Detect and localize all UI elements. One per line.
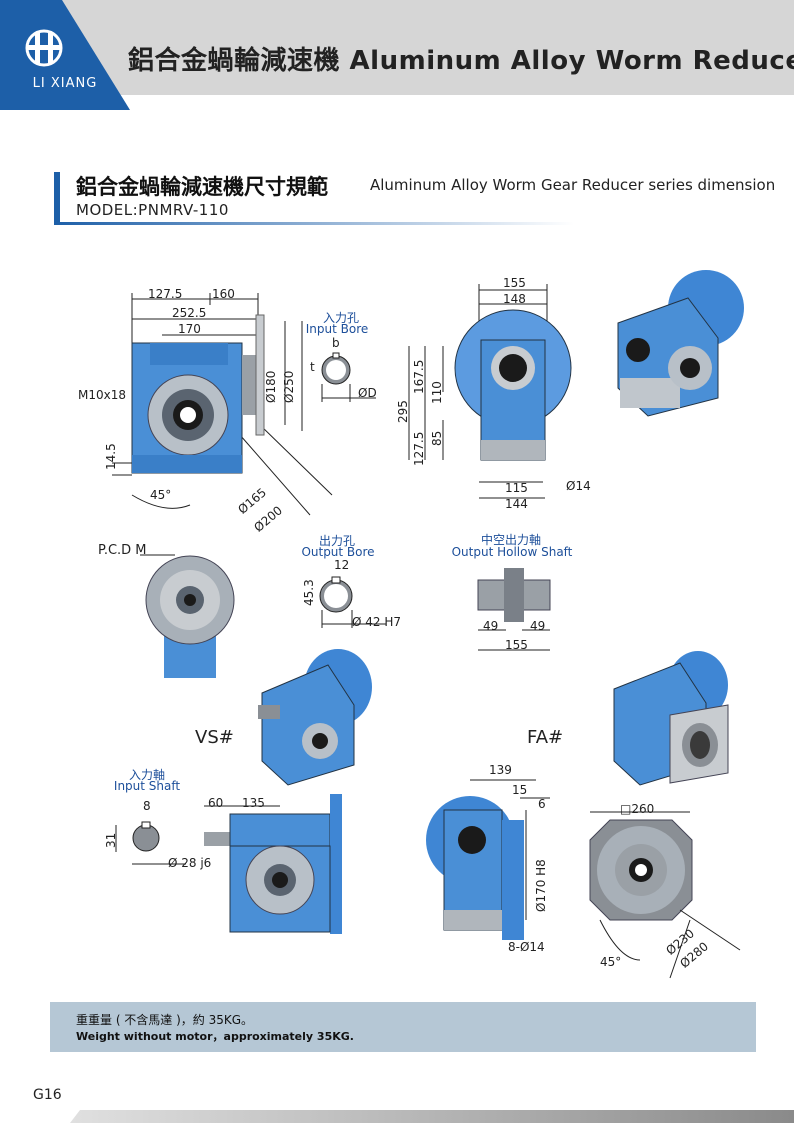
hollow-shaft-label-zh: 中空出力軸 xyxy=(480,533,541,547)
dim-167-5: 167.5 xyxy=(412,359,426,394)
input-bore-phi-d: ØD xyxy=(358,386,377,400)
input-bore-drawing xyxy=(321,352,376,402)
dim-127-5: 127.5 xyxy=(148,287,183,301)
dim-252-5: 252.5 xyxy=(172,306,207,320)
flange-front-drawing xyxy=(589,811,741,979)
input-shaft-label-zh: 入力軸 xyxy=(128,768,165,782)
input-shaft-phi-28: Ø 28 j6 xyxy=(168,856,212,870)
hollow-shaft-49-right: 49 xyxy=(530,619,546,633)
company-logo-icon xyxy=(25,29,63,67)
flange-dim-45-deg: 45° xyxy=(600,955,622,969)
input-bore-b: b xyxy=(332,336,340,350)
dim-115: 115 xyxy=(505,481,528,495)
input-bore-label-zh: 入力孔 xyxy=(322,311,359,325)
fa-side-drawing xyxy=(426,779,550,940)
logo-text: LI XIANG xyxy=(32,76,98,91)
fa-dim-15: 15 xyxy=(512,783,528,797)
hollow-shaft-drawing xyxy=(477,568,551,651)
fa-dim-phi-170: Ø170 H8 xyxy=(534,859,548,912)
header-bar xyxy=(0,0,794,95)
page-number: G16 xyxy=(33,1087,62,1103)
fa-dim-6: 6 xyxy=(538,797,546,811)
vs-dim-60: 60 xyxy=(208,796,224,810)
output-bore-drawing xyxy=(319,576,386,628)
dim-45-deg: 45° xyxy=(150,488,172,502)
footer-bar xyxy=(70,1110,794,1123)
output-bore-phi-42: Ø 42 H7 xyxy=(352,615,402,629)
variant-vs-label: VS# xyxy=(195,727,234,748)
output-bore-label-en: Output Bore xyxy=(301,545,375,559)
input-shaft-label-en: Input Shaft xyxy=(113,779,181,793)
weight-note-zh: 重重量 ( 不含馬達 )，約 35KG。 xyxy=(76,1013,254,1027)
dim-160: 160 xyxy=(212,287,235,301)
flange-dim-square-260: □260 xyxy=(620,802,655,816)
front-view-drawing xyxy=(112,293,333,516)
dim-85: 85 xyxy=(430,430,444,446)
output-bore-45-3: 45.3 xyxy=(302,579,316,606)
section-accent-bar xyxy=(54,172,60,224)
input-bore-t: t xyxy=(310,360,315,374)
section-title-en: Aluminum Alloy Worm Gear Reducer series … xyxy=(370,176,776,194)
vs-dim-135: 135 xyxy=(242,796,265,810)
model-label: MODEL:PNMRV-110 xyxy=(76,201,229,219)
input-shaft-8: 8 xyxy=(143,799,151,813)
input-bore-label-en: Input Bore xyxy=(305,322,369,336)
dim-170: 170 xyxy=(178,322,201,336)
note-box xyxy=(50,1002,756,1052)
dim-phi-180: Ø180 xyxy=(264,370,278,403)
reducer-render-1 xyxy=(617,270,744,417)
page-title: 鋁合金蝸輪減速機 Aluminum Alloy Worm Reducer xyxy=(128,46,794,76)
side-view-drawing xyxy=(408,284,572,499)
dim-155-top: 155 xyxy=(503,276,526,290)
reducer-render-vs xyxy=(258,649,372,786)
weight-note-en: Weight without motor，approximately 35KG. xyxy=(76,1030,354,1043)
output-bore-12: 12 xyxy=(334,558,350,572)
dim-110: 110 xyxy=(430,381,444,404)
fa-dim-8-phi-14: 8-Ø14 xyxy=(508,940,545,954)
logo-block xyxy=(0,0,130,110)
output-bore-label-zh: 出力孔 xyxy=(318,534,355,548)
hollow-shaft-label-en: Output Hollow Shaft xyxy=(451,545,573,559)
hollow-shaft-49-left: 49 xyxy=(483,619,499,633)
vs-dimension-drawing xyxy=(204,794,342,934)
dim-144: 144 xyxy=(505,497,528,511)
dim-phi-14: Ø14 xyxy=(566,479,591,493)
dim-phi-250: Ø250 xyxy=(282,370,296,403)
pcd-drawing xyxy=(140,554,235,678)
variant-fa-label: FA# xyxy=(527,727,564,748)
reducer-render-fa xyxy=(613,651,729,786)
dim-148: 148 xyxy=(503,292,526,306)
dim-14-5: 14.5 xyxy=(104,443,118,470)
fa-dim-139: 139 xyxy=(489,763,512,777)
dim-295: 295 xyxy=(396,400,410,423)
input-shaft-drawing xyxy=(115,821,186,865)
pcd-label: P.C.D M xyxy=(98,543,147,558)
dim-127-5-side: 127.5 xyxy=(412,431,426,466)
dim-m10x18: M10x18 xyxy=(78,388,126,402)
hollow-shaft-155: 155 xyxy=(505,638,528,652)
section-underline xyxy=(54,222,574,225)
input-shaft-31: 31 xyxy=(104,832,118,848)
section-title-zh: 鋁合金蝸輪減速機尺寸規範 xyxy=(76,175,328,199)
